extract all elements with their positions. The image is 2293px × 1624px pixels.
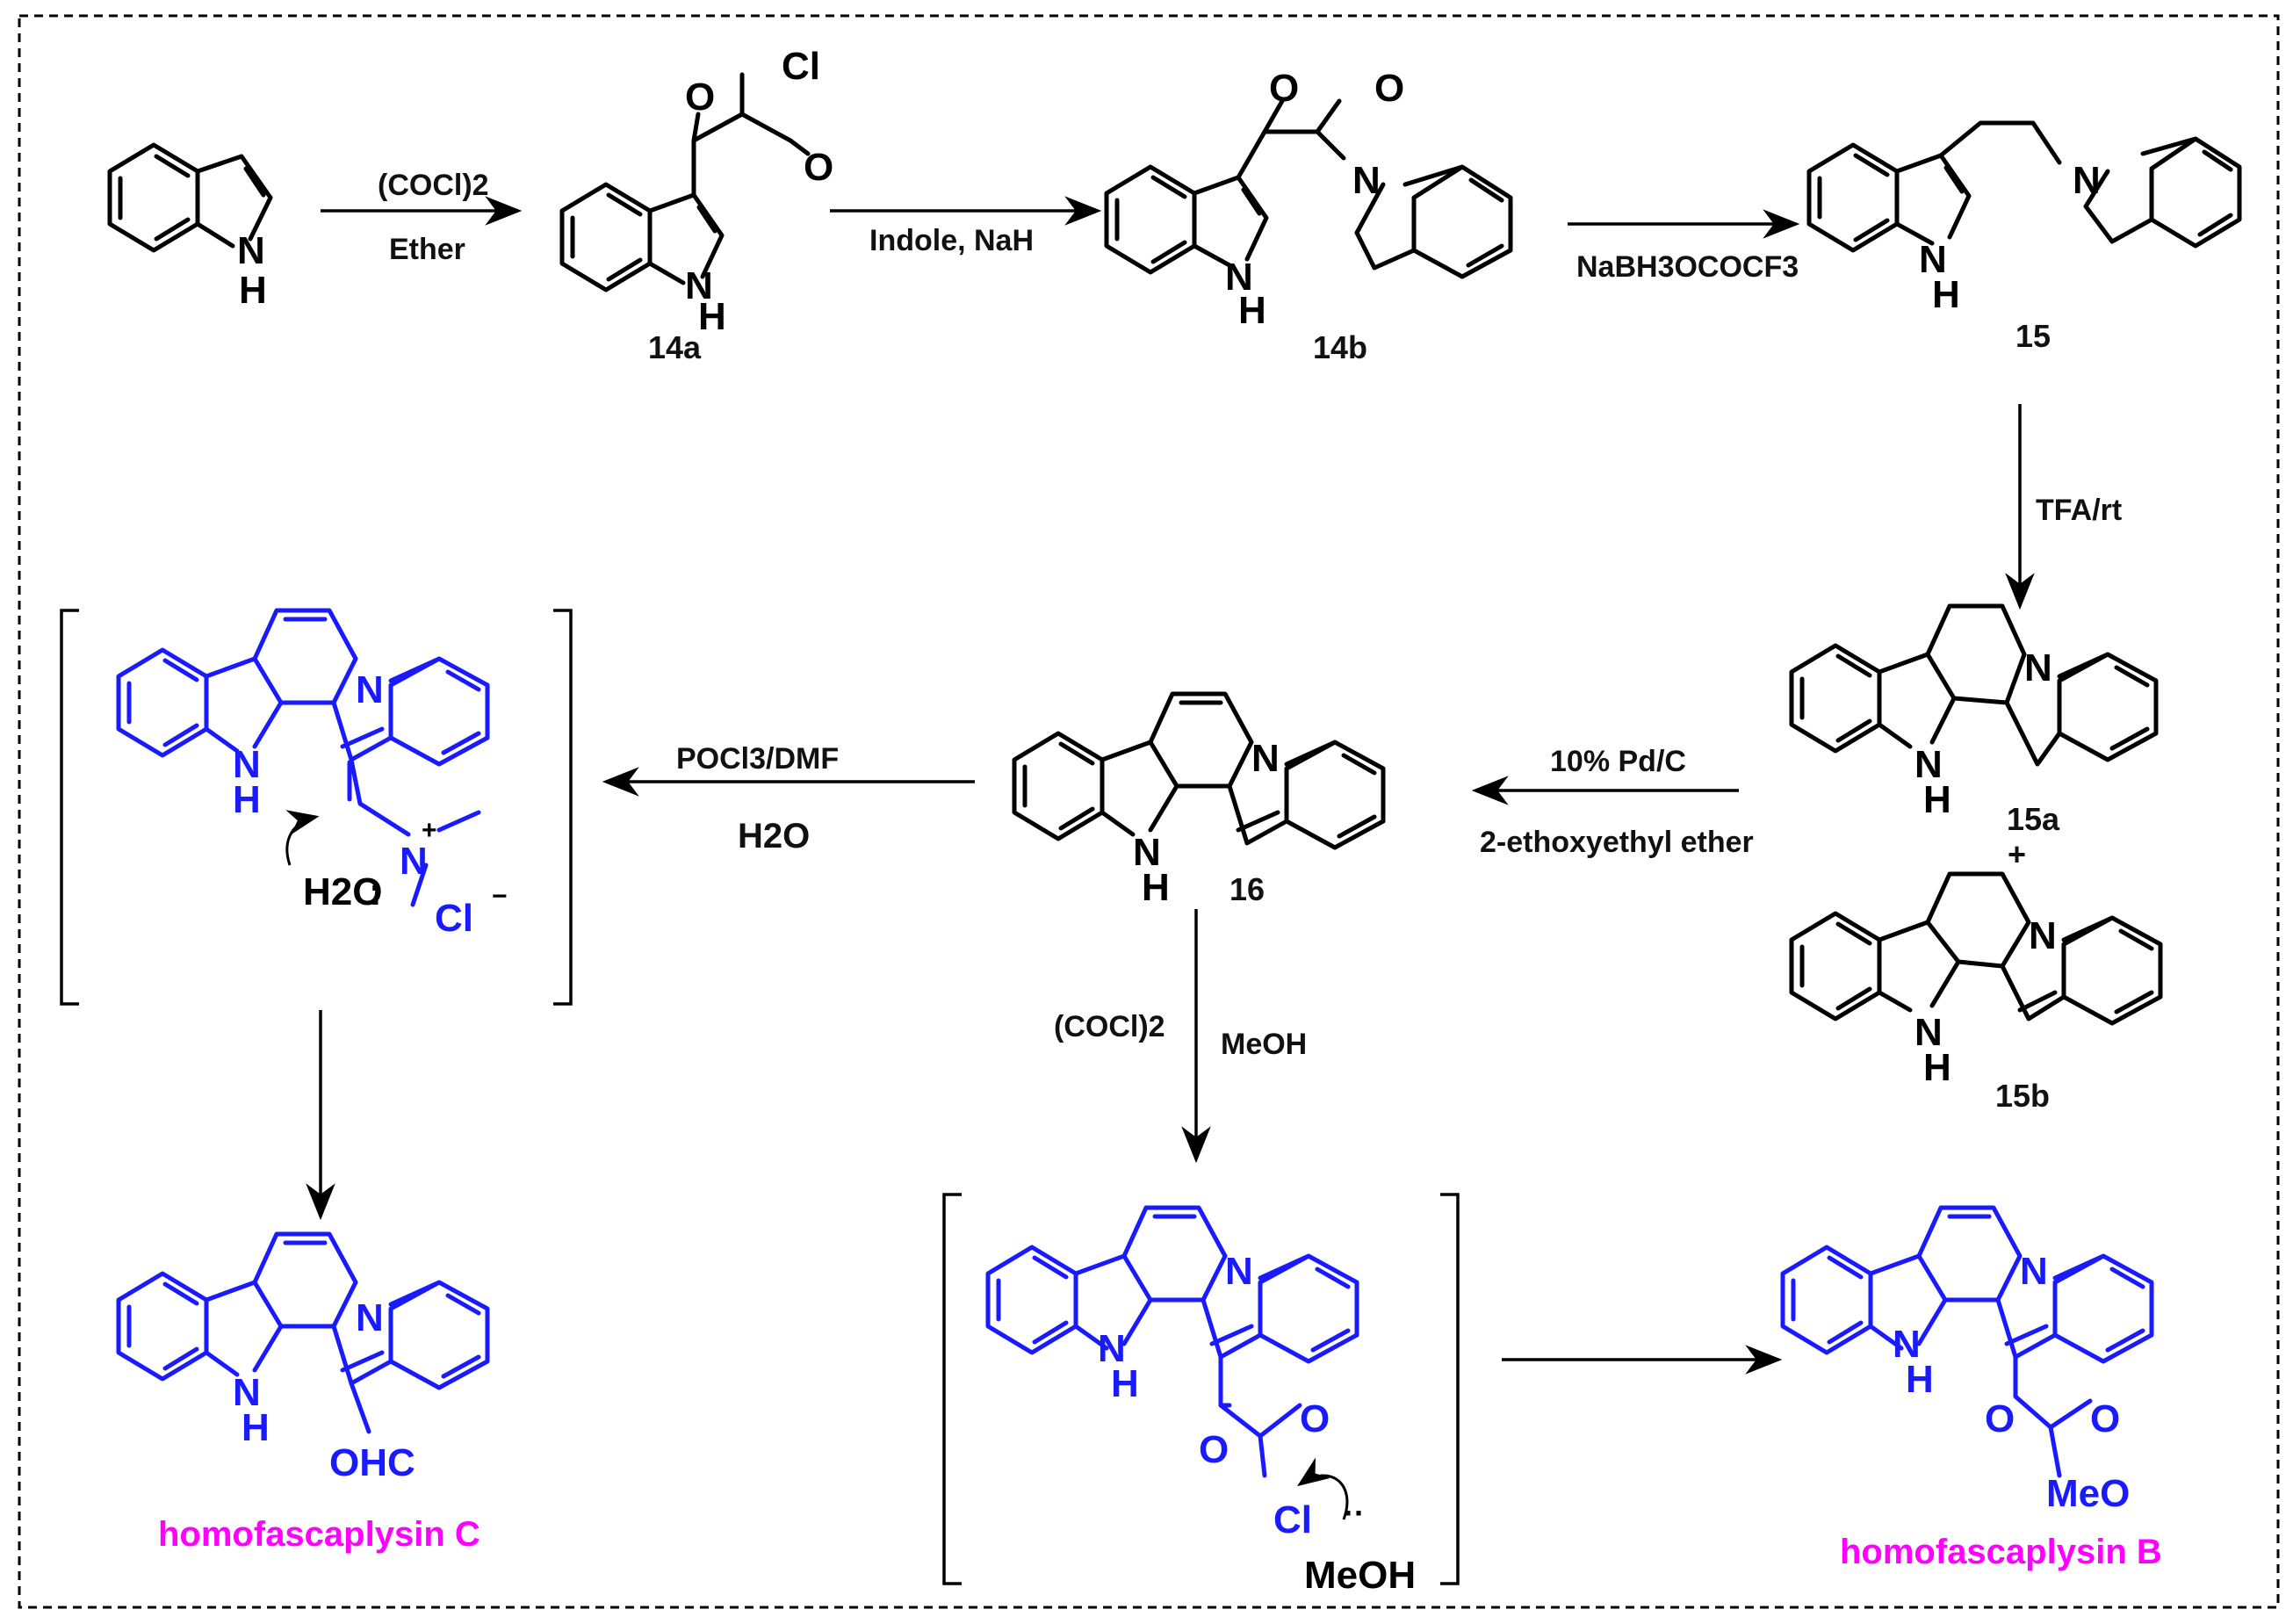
14b-o2: O bbox=[1374, 67, 1404, 110]
dashed-frame bbox=[18, 14, 2280, 1609]
14a-o1: O bbox=[685, 76, 715, 119]
15-n: N bbox=[2073, 159, 2101, 202]
14a-cl: Cl bbox=[782, 45, 820, 88]
16-n: N bbox=[1251, 737, 1280, 780]
molecule-15a bbox=[1789, 603, 2159, 767]
15a-n: N bbox=[2024, 646, 2052, 689]
reagent-water: H2O bbox=[738, 817, 810, 855]
reagent-ether: Ether bbox=[389, 233, 465, 266]
molecule-indole bbox=[107, 142, 273, 253]
reagent-ethoxyethyl-ether: 2-ethoxyethyl ether bbox=[1480, 826, 1754, 859]
molecule-15 bbox=[1806, 120, 2242, 253]
label-14b: 14b bbox=[1313, 329, 1367, 365]
iminium-curved-arrow bbox=[285, 810, 320, 866]
15-nh-h: H bbox=[1932, 273, 1960, 316]
molecule-15b bbox=[1789, 871, 2163, 1026]
indole-nh-h: H bbox=[239, 269, 267, 312]
molecule-16 bbox=[1012, 691, 1386, 850]
molecule-14a bbox=[559, 72, 811, 292]
molecule-homofascaplysin-c bbox=[116, 1231, 490, 1434]
iminium-n-ring: N bbox=[356, 668, 384, 711]
molecule-iminium-intermediate bbox=[116, 608, 490, 907]
label-15: 15 bbox=[2015, 318, 2051, 354]
bracket-right-oxalyl bbox=[1440, 1193, 1460, 1585]
14a-nh-h: H bbox=[698, 295, 726, 338]
14b-nh-n: N bbox=[1225, 256, 1253, 299]
label-15a: 15a bbox=[2007, 801, 2060, 837]
16-nh-n: N bbox=[1133, 831, 1161, 874]
oxalyl-cl: Cl bbox=[1273, 1498, 1312, 1541]
15a-nh-h: H bbox=[1923, 778, 1951, 821]
14b-o1: O bbox=[1269, 67, 1299, 110]
reagent-pd-c: 10% Pd/C bbox=[1550, 745, 1686, 778]
methanol-lone-pair: ·· bbox=[1344, 1495, 1365, 1531]
molecule-14b bbox=[1104, 98, 1513, 279]
brackets bbox=[60, 609, 1460, 1585]
reagent-indole-nah: Indole, NaH bbox=[869, 224, 1034, 257]
iminium-minus-charge: − bbox=[492, 882, 508, 911]
15a-nh-n: N bbox=[1914, 743, 1943, 786]
homoC-n: N bbox=[356, 1296, 384, 1339]
homoB-nh-n: N bbox=[1893, 1323, 1921, 1366]
16-nh-h: H bbox=[1142, 866, 1170, 909]
bracket-left-iminium bbox=[60, 609, 79, 1006]
reagent-oxalyl-chloride-1: (COCl)2 bbox=[378, 169, 489, 202]
molecule-homofascaplysin-b bbox=[1780, 1205, 2154, 1478]
15b-nh-n: N bbox=[1914, 1011, 1943, 1054]
reaction-arrows bbox=[306, 196, 2035, 1375]
homoB-meo: MeO bbox=[2046, 1472, 2130, 1515]
molecule-oxalyl-intermediate bbox=[985, 1205, 1359, 1478]
reagent-pocl3-dmf: POCl3/DMF bbox=[676, 742, 839, 776]
oxalyl-n: N bbox=[1225, 1250, 1253, 1293]
14b-n: N bbox=[1352, 159, 1381, 202]
bracket-right-iminium bbox=[553, 609, 573, 1006]
indole-nh-n: N bbox=[237, 229, 265, 272]
reagent-labels: (COCl)2 Ether Indole, NaH NaBH3OCOCF3 TF… bbox=[378, 169, 2122, 1061]
iminium-nh-h: H bbox=[233, 778, 261, 821]
oxalyl-o2: O bbox=[1300, 1397, 1330, 1440]
iminium-plus-charge: + bbox=[422, 816, 437, 845]
iminium-chloride: Cl bbox=[435, 897, 473, 940]
oxalyl-nh-h: H bbox=[1111, 1362, 1139, 1405]
14a-o2: O bbox=[804, 146, 833, 189]
homoC-cho: OHC bbox=[329, 1441, 415, 1484]
label-16: 16 bbox=[1229, 871, 1265, 907]
oxalyl-methanol: MeOH bbox=[1304, 1554, 1416, 1597]
iminium-water-lone-pair: : bbox=[369, 870, 382, 913]
homoB-nh-h: H bbox=[1906, 1358, 1934, 1401]
iminium-nh-n: N bbox=[233, 743, 261, 786]
14b-nh-h: H bbox=[1238, 289, 1266, 332]
homoB-n: N bbox=[2020, 1250, 2048, 1293]
label-homofascaplysin-b: homofascaplysin B bbox=[1840, 1533, 2162, 1571]
bracket-left-oxalyl bbox=[942, 1193, 962, 1585]
homoB-o2: O bbox=[2090, 1397, 2120, 1440]
label-homofascaplysin-c: homofascaplysin C bbox=[158, 1515, 480, 1554]
14a-nh-n: N bbox=[685, 264, 713, 307]
oxalyl-nh-n: N bbox=[1098, 1327, 1126, 1370]
homoC-nh-h: H bbox=[242, 1406, 270, 1449]
15b-n: N bbox=[2029, 914, 2057, 957]
label-14a: 14a bbox=[648, 329, 702, 365]
reagent-methanol: MeOH bbox=[1221, 1028, 1307, 1061]
15-nh-n: N bbox=[1919, 238, 1947, 281]
label-15b: 15b bbox=[1995, 1078, 2050, 1114]
homoB-o1: O bbox=[1985, 1397, 2015, 1440]
15b-nh-h: H bbox=[1923, 1046, 1951, 1089]
iminium-n-plus: N bbox=[400, 840, 428, 883]
reagent-oxalyl-chloride-2: (COCl)2 bbox=[1054, 1010, 1165, 1043]
oxalyl-o1: O bbox=[1199, 1428, 1229, 1471]
plus-sign: + bbox=[2008, 836, 2026, 872]
reagent-tfa: TFA/rt bbox=[2036, 494, 2122, 527]
homoC-nh-n: N bbox=[233, 1371, 261, 1414]
iminium-water: H2O bbox=[303, 870, 382, 913]
oxalyl-curved-arrow bbox=[1297, 1457, 1349, 1520]
reagent-nabh3ococf3: NaBH3OCOCF3 bbox=[1576, 250, 1799, 284]
